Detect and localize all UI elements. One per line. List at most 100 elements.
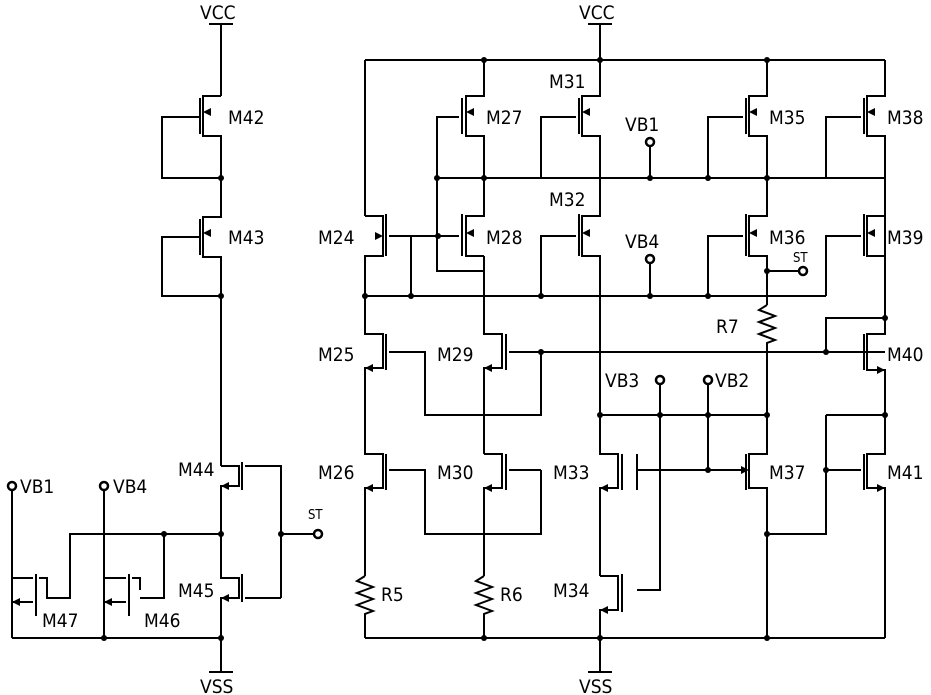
transistor-m36 bbox=[707, 178, 800, 305]
label-m35: M35 bbox=[769, 107, 806, 129]
transistor-m27 bbox=[436, 60, 485, 296]
transistor-m28 bbox=[438, 178, 485, 271]
transistor-m38 bbox=[825, 60, 886, 318]
transistor-m39 bbox=[825, 214, 885, 296]
transistor-m30 bbox=[483, 453, 541, 576]
transistor-m42 bbox=[161, 95, 222, 179]
label-m33: M33 bbox=[553, 462, 590, 484]
label-m41: M41 bbox=[887, 462, 924, 484]
pin-vb2[interactable] bbox=[702, 374, 714, 386]
label-m42: M42 bbox=[228, 107, 265, 129]
label-vss-left: VSS bbox=[200, 676, 233, 695]
transistor-m27-arrow bbox=[466, 108, 474, 116]
transistor-m28-arrow bbox=[466, 229, 474, 237]
label-vss-right: VSS bbox=[579, 676, 612, 695]
transistor-m30-arrow bbox=[484, 484, 492, 492]
vcc-rail-right bbox=[588, 23, 612, 60]
transistor-m41 bbox=[767, 415, 886, 638]
transistor-m35 bbox=[707, 60, 768, 178]
pin-vb1-right[interactable] bbox=[644, 136, 656, 148]
transistor-m42-arrow bbox=[203, 108, 211, 116]
transistor-m43-arrow bbox=[203, 229, 211, 237]
label-st-right: ST bbox=[793, 251, 808, 266]
label-m43: M43 bbox=[228, 227, 265, 249]
transistor-m35-arrow bbox=[749, 108, 757, 116]
transistor-m44-arrow bbox=[221, 482, 229, 490]
transistor-m34-arrow bbox=[600, 606, 608, 614]
transistor-m24-arrow bbox=[375, 232, 383, 240]
transistor-m29 bbox=[483, 296, 885, 454]
transistor-m43 bbox=[161, 178, 222, 297]
label-m32: M32 bbox=[549, 189, 586, 211]
label-r7: R7 bbox=[716, 316, 739, 338]
label-r5: R5 bbox=[381, 584, 404, 606]
transistor-m29-arrow bbox=[484, 364, 492, 372]
transistor-m34 bbox=[599, 574, 660, 638]
pin-vb1-left[interactable] bbox=[6, 480, 18, 492]
transistor-m33 bbox=[599, 415, 708, 576]
label-vb1-right: VB1 bbox=[625, 114, 659, 136]
transistor-m25-arrow bbox=[365, 364, 373, 372]
left-bias-branch bbox=[11, 23, 318, 673]
transistor-m31 bbox=[540, 60, 601, 178]
label-m27: M27 bbox=[486, 107, 523, 129]
right-junctions bbox=[362, 57, 888, 641]
pin-vb3[interactable] bbox=[654, 374, 666, 386]
transistor-m26 bbox=[364, 415, 542, 576]
label-m47: M47 bbox=[42, 610, 79, 632]
vss-rail-left bbox=[209, 638, 233, 673]
label-m30: M30 bbox=[437, 462, 474, 484]
label-vcc-left: VCC bbox=[200, 2, 236, 24]
left-pins bbox=[6, 480, 324, 540]
transistor-m39-arrow bbox=[867, 229, 875, 237]
transistor-m46-arrow bbox=[104, 598, 112, 606]
transistor-m45-arrow bbox=[221, 594, 229, 602]
label-m40: M40 bbox=[887, 344, 924, 366]
transistor-m38-arrow bbox=[867, 108, 875, 116]
transistor-m24 bbox=[364, 214, 438, 296]
transistor-m41-arrow bbox=[877, 484, 885, 492]
resistor-r5 bbox=[354, 575, 376, 638]
right-pins bbox=[644, 136, 809, 386]
labels: VCC VCC VSS VSS M42 M43 M44 M45 M46 M47 … bbox=[20, 2, 924, 695]
transistor-m25 bbox=[364, 296, 542, 416]
pin-vb4-left[interactable] bbox=[98, 480, 110, 492]
label-vb3: VB3 bbox=[605, 370, 639, 392]
resistor-r6 bbox=[473, 575, 495, 638]
label-r6: R6 bbox=[500, 584, 523, 606]
label-m37: M37 bbox=[769, 462, 806, 484]
label-m39: M39 bbox=[887, 227, 924, 249]
label-m34: M34 bbox=[553, 580, 590, 602]
pin-st-left[interactable] bbox=[312, 528, 324, 540]
label-m36: M36 bbox=[769, 227, 806, 249]
label-vb4-left: VB4 bbox=[113, 476, 147, 498]
transistor-m31-arrow bbox=[582, 108, 590, 116]
pin-st-right[interactable] bbox=[797, 265, 809, 277]
transistor-m44 bbox=[220, 462, 318, 598]
label-vcc-right: VCC bbox=[579, 2, 615, 24]
transistor-m45 bbox=[220, 534, 281, 638]
transistor-m47-arrow bbox=[12, 598, 20, 606]
transistor-m32-arrow bbox=[582, 229, 590, 237]
label-m31: M31 bbox=[549, 71, 586, 93]
label-m28: M28 bbox=[486, 227, 523, 249]
left-junctions bbox=[101, 175, 284, 641]
label-m46: M46 bbox=[144, 610, 181, 632]
vss-rail-right bbox=[588, 638, 612, 673]
transistor-m33-arrow bbox=[600, 484, 608, 492]
label-m44: M44 bbox=[178, 459, 215, 481]
label-m26: M26 bbox=[318, 462, 355, 484]
transistor-m37-arrow bbox=[741, 466, 749, 474]
label-m45: M45 bbox=[178, 580, 215, 602]
pin-vb4-right[interactable] bbox=[644, 253, 656, 265]
vcc-rail-left bbox=[209, 23, 233, 96]
label-st-left: ST bbox=[308, 508, 323, 523]
label-vb1-left: VB1 bbox=[20, 476, 54, 498]
transistor-m36-arrow bbox=[749, 229, 757, 237]
label-vb2: VB2 bbox=[715, 370, 749, 392]
label-m29: M29 bbox=[437, 344, 474, 366]
transistor-m32 bbox=[540, 178, 601, 296]
label-m24: M24 bbox=[318, 227, 355, 249]
label-vb4-right: VB4 bbox=[625, 231, 659, 253]
